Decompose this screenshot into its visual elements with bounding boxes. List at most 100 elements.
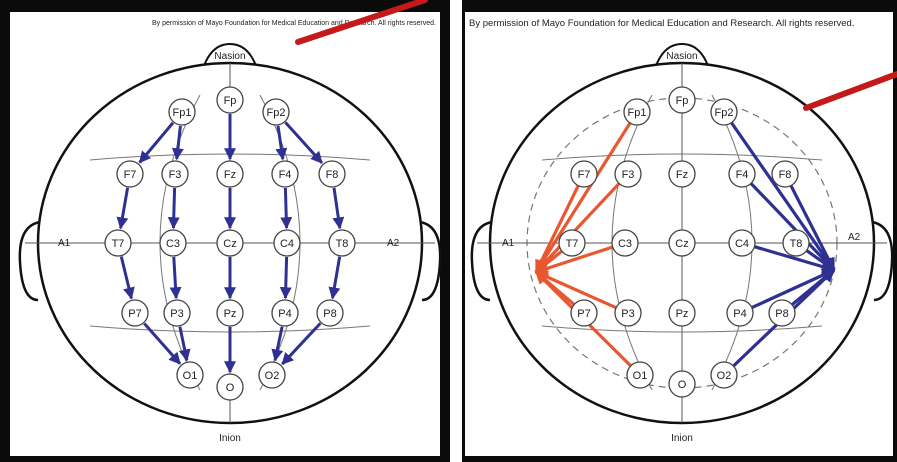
electrode-circle bbox=[626, 361, 654, 389]
electrode-label: O2 bbox=[717, 370, 732, 382]
electrode-circle bbox=[262, 98, 290, 126]
electrode-label: T8 bbox=[336, 238, 349, 250]
electrode-circle bbox=[614, 299, 642, 327]
electrode-label: F8 bbox=[779, 169, 792, 181]
electrode-circle bbox=[726, 299, 754, 327]
electrode-o2: O2 bbox=[710, 361, 738, 389]
montage-arrows bbox=[534, 119, 836, 370]
electrode-circle bbox=[768, 299, 796, 327]
electrode-fp1: Fp1 bbox=[168, 98, 196, 126]
electrode-label: P4 bbox=[733, 308, 746, 320]
electrode-label: T7 bbox=[112, 238, 125, 250]
electrode-circle bbox=[216, 86, 244, 114]
electrode-f7: F7 bbox=[570, 160, 598, 188]
electrode-circle bbox=[728, 160, 756, 188]
electrode-label: Fz bbox=[224, 169, 236, 181]
electrode-label: F4 bbox=[279, 169, 292, 181]
electrode-circle bbox=[159, 229, 187, 257]
electrode-label: P3 bbox=[621, 308, 634, 320]
electrode-label: Cz bbox=[223, 238, 236, 250]
parietal-arc bbox=[541, 325, 823, 333]
montage-arrow bbox=[167, 187, 180, 230]
electrode-label: F4 bbox=[736, 169, 749, 181]
electrode-label: F7 bbox=[578, 169, 591, 181]
montage-arrow bbox=[803, 247, 836, 272]
electrode-fz: Fz bbox=[216, 160, 244, 188]
electrode-circle bbox=[161, 160, 189, 188]
montage-arrow bbox=[275, 125, 288, 161]
montage-arrow bbox=[281, 322, 322, 366]
electrode-fp2: Fp2 bbox=[262, 98, 290, 126]
montage-arrow bbox=[328, 256, 342, 300]
electrode-fp: Fp bbox=[668, 86, 696, 114]
electrode-pz: Pz bbox=[668, 299, 696, 327]
electrode-p3: P3 bbox=[163, 299, 191, 327]
electrode-t7: T7 bbox=[558, 229, 586, 257]
panel-divider bbox=[450, 0, 462, 462]
electrode-circle bbox=[668, 370, 696, 398]
montage-arrow bbox=[143, 322, 182, 365]
electrode-o2: O2 bbox=[258, 361, 286, 389]
electrode-circle bbox=[570, 160, 598, 188]
montage-arrows bbox=[116, 114, 345, 374]
montage-arrow bbox=[534, 244, 616, 275]
electrode-p3: P3 bbox=[614, 299, 642, 327]
electrode-f4: F4 bbox=[728, 160, 756, 188]
electrode-circle bbox=[611, 229, 639, 257]
montage-arrow bbox=[284, 121, 324, 164]
electrode-o1: O1 bbox=[176, 361, 204, 389]
electrode-f8: F8 bbox=[771, 160, 799, 188]
electrode-label: Pz bbox=[224, 308, 237, 320]
montage-arrow bbox=[788, 182, 836, 272]
electrode-cz: Cz bbox=[668, 229, 696, 257]
electrode-label: Fp2 bbox=[715, 107, 734, 119]
electrode-label: Fp bbox=[676, 95, 689, 107]
montage-arrow bbox=[534, 182, 582, 274]
electrode-circle bbox=[623, 98, 651, 126]
electrode-circle bbox=[771, 160, 799, 188]
electrode-circle bbox=[710, 361, 738, 389]
electrode-c4: C4 bbox=[728, 229, 756, 257]
ear-left-label: A1 bbox=[502, 238, 515, 249]
montage-arrow bbox=[534, 119, 634, 274]
copyright-text: By permission of Mayo Foundation for Med… bbox=[152, 20, 436, 27]
electrode-circle bbox=[121, 299, 149, 327]
montage-arrow bbox=[747, 180, 836, 272]
electrode-t8: T8 bbox=[328, 229, 356, 257]
electrode-label: P3 bbox=[170, 308, 183, 320]
montage-arrow bbox=[280, 187, 293, 230]
nasion-label: Nasion bbox=[214, 51, 245, 62]
montage-arrow bbox=[138, 121, 175, 164]
electrode-label: P7 bbox=[128, 308, 141, 320]
electrode-label: F8 bbox=[326, 169, 339, 181]
electrode-c3: C3 bbox=[159, 229, 187, 257]
electrode-circle bbox=[163, 299, 191, 327]
electrode-label: F3 bbox=[622, 169, 635, 181]
electrode-label: O1 bbox=[183, 370, 198, 382]
electrode-circle bbox=[558, 229, 586, 257]
electrode-o: O bbox=[216, 373, 244, 401]
montage-arrow bbox=[171, 125, 184, 161]
electrode-label: P4 bbox=[278, 308, 291, 320]
montage-arrow bbox=[728, 119, 836, 272]
electrode-label: C4 bbox=[735, 238, 749, 250]
electrode-label: Fp1 bbox=[173, 107, 192, 119]
montage-arrow bbox=[119, 256, 135, 300]
electrode-p8: P8 bbox=[316, 299, 344, 327]
electrode-circle bbox=[318, 160, 346, 188]
electrode-label: F3 bbox=[169, 169, 182, 181]
montage-arrow bbox=[279, 256, 292, 300]
electrode-circle bbox=[614, 160, 642, 188]
electrode-label: O2 bbox=[265, 370, 280, 382]
electrode-c4: C4 bbox=[273, 229, 301, 257]
electrode-f4: F4 bbox=[271, 160, 299, 188]
ear-right-label: A2 bbox=[387, 238, 400, 249]
montage-arrow bbox=[178, 326, 191, 362]
electrode-o1: O1 bbox=[626, 361, 654, 389]
electrode-circle bbox=[668, 299, 696, 327]
montage-arrow bbox=[751, 244, 836, 273]
bipolar-montage-diagram: By permission of Mayo Foundation for Med… bbox=[10, 12, 442, 456]
electrode-circle bbox=[216, 160, 244, 188]
electrode-label: T7 bbox=[566, 238, 579, 250]
electrode-circle bbox=[316, 299, 344, 327]
